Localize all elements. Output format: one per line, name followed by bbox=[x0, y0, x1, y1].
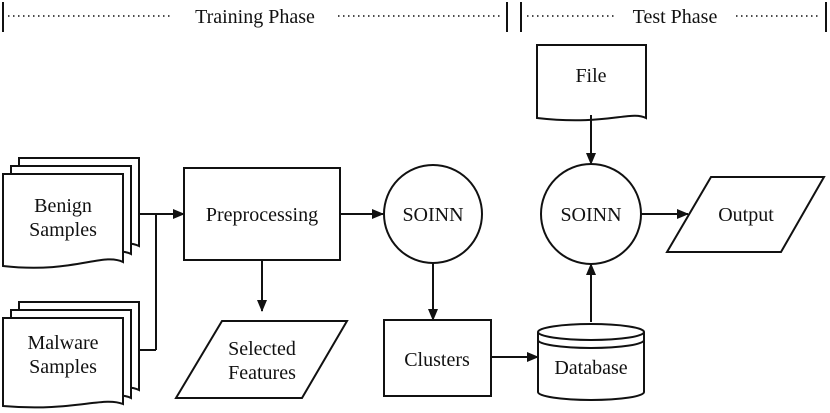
clusters-label: Clusters bbox=[404, 349, 470, 371]
preprocessing-node: Preprocessing bbox=[183, 167, 341, 261]
benign-samples-node: Benign Samples bbox=[2, 157, 140, 269]
malware-samples-node: Malware Samples bbox=[2, 301, 140, 409]
malware-label-line1: Malware bbox=[27, 332, 98, 354]
phase-header: Training Phase Test Phase bbox=[2, 2, 827, 32]
benign-label-line1: Benign bbox=[34, 195, 92, 217]
soinn-test-label: SOINN bbox=[560, 204, 621, 226]
selected-features-node: Selected Features bbox=[174, 320, 349, 399]
output-label: Output bbox=[718, 204, 774, 226]
preprocessing-label: Preprocessing bbox=[206, 204, 318, 226]
benign-label-line2: Samples bbox=[29, 219, 97, 241]
selected-features-line2: Features bbox=[228, 362, 296, 384]
output-node: Output bbox=[665, 176, 826, 253]
database-label: Database bbox=[554, 357, 627, 379]
file-label: File bbox=[575, 65, 606, 87]
edge-samples-to-preprocessing bbox=[139, 209, 185, 351]
soinn-training-node: SOINN bbox=[383, 164, 483, 264]
selected-features-line1: Selected bbox=[228, 338, 296, 360]
file-node: File bbox=[536, 44, 647, 122]
soinn-test-node: SOINN bbox=[540, 163, 642, 265]
soinn-training-label: SOINN bbox=[402, 204, 463, 226]
clusters-node: Clusters bbox=[383, 319, 492, 397]
malware-label-line2: Samples bbox=[29, 356, 97, 378]
database-node: Database bbox=[537, 323, 645, 401]
test-phase-label: Test Phase bbox=[633, 6, 718, 28]
training-phase-label: Training Phase bbox=[195, 6, 315, 28]
